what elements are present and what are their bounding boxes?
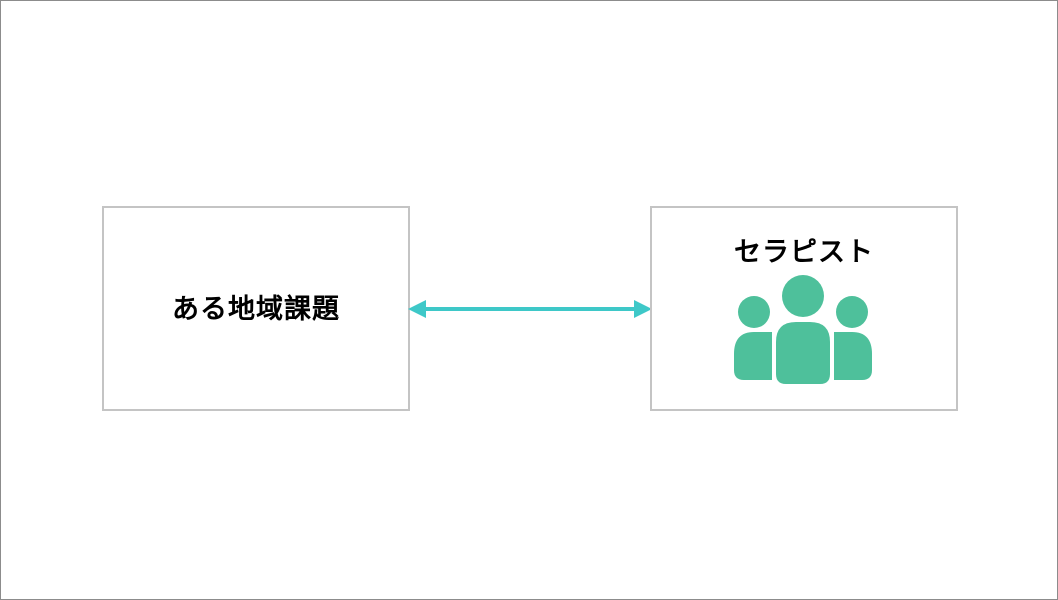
double-arrow-connector	[408, 300, 652, 318]
therapist-label: セラピスト	[734, 237, 874, 268]
topic-label: ある地域課題	[172, 294, 340, 325]
people-group-icon	[734, 275, 872, 384]
topic-box: ある地域課題	[102, 206, 410, 411]
therapist-box: セラピスト	[650, 206, 958, 411]
